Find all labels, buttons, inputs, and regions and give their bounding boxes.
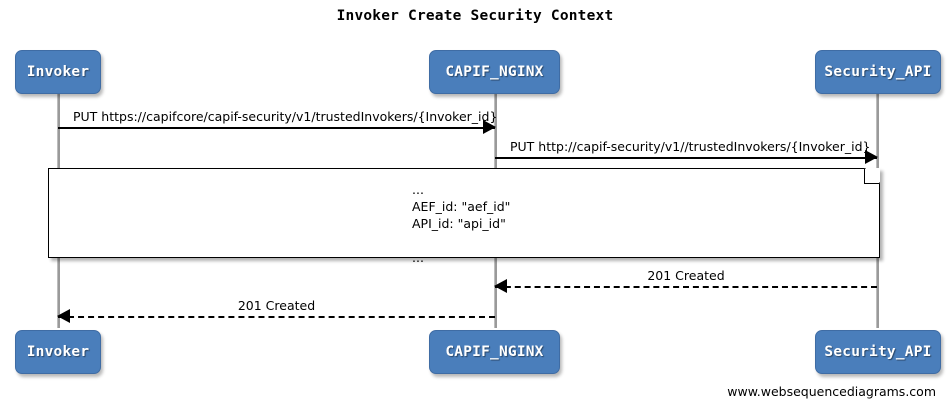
participant-security-api-bottom[interactable]: Security_API (815, 330, 941, 374)
message-1-arrow (58, 120, 496, 134)
arrowhead-right-icon (865, 150, 878, 164)
arrowhead-right-icon (483, 120, 496, 134)
note-box (48, 168, 880, 258)
message-2-arrow (495, 150, 878, 164)
participant-invoker-top[interactable]: Invoker (15, 50, 101, 94)
participant-capif-nginx-bottom[interactable]: CAPIF_NGINX (429, 330, 560, 374)
message-1-label: PUT https://capifcore/capif-security/v1/… (73, 109, 498, 124)
participant-invoker-bottom[interactable]: Invoker (15, 330, 101, 374)
participant-invoker-label-bottom: Invoker (26, 344, 90, 360)
participant-capif-nginx-top[interactable]: CAPIF_NGINX (429, 50, 560, 94)
message-3-label: 201 Created (647, 268, 725, 283)
page-title: Invoker Create Security Context (336, 8, 614, 24)
note-text: ... AEF_id: "aef_id" API_id: "api_id" ..… (412, 182, 511, 265)
participant-capif-nginx-label-bottom: CAPIF_NGINX (445, 344, 544, 360)
participant-capif-nginx-label-top: CAPIF_NGINX (445, 64, 544, 80)
participant-security-api-top[interactable]: Security_API (815, 50, 941, 94)
participant-security-api-label-top: Security_API (824, 64, 932, 80)
arrowhead-left-icon (57, 309, 70, 323)
participant-invoker-label-top: Invoker (26, 64, 90, 80)
watermark-link[interactable]: www.websequencediagrams.com (727, 384, 936, 399)
message-2-label: PUT http://capif-security/v1//trustedInv… (510, 139, 871, 154)
arrowhead-left-icon (494, 279, 507, 293)
message-4-arrow (57, 309, 495, 323)
participant-security-api-label-bottom: Security_API (824, 344, 932, 360)
message-4-label: 201 Created (237, 298, 316, 313)
message-3-arrow (494, 279, 877, 293)
